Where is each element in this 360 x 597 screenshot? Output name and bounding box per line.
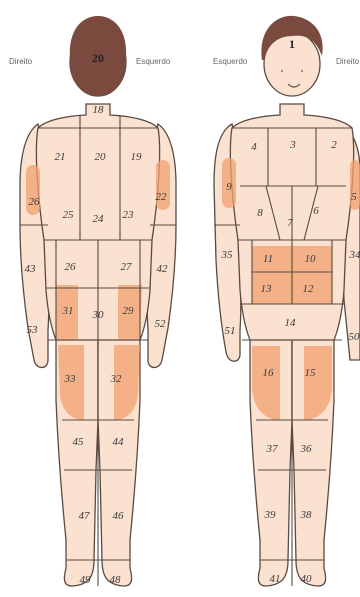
front-zone-39: 39 [264, 509, 277, 521]
front-zone-11: 11 [263, 253, 273, 265]
front-zone-34: 34 [349, 249, 360, 261]
front-figure: Esquerdo Direito 1 2 3 4 9 5 8 7 [213, 16, 360, 586]
front-zone-51: 51 [225, 325, 236, 337]
back-zone-24: 24 [93, 213, 105, 225]
back-zone-44: 44 [113, 436, 125, 448]
front-zone-4: 4 [251, 141, 257, 153]
back-zone-18: 18 [93, 104, 105, 116]
back-zone-32: 32 [110, 373, 123, 385]
back-zone-27: 27 [121, 261, 133, 273]
front-zone-50: 50 [349, 331, 360, 343]
back-zone-20: 20 [95, 151, 107, 163]
back-label-left-side: Esquerdo [136, 57, 171, 66]
back-zone-52: 52 [155, 318, 167, 330]
back-zone-29: 29 [123, 305, 135, 317]
front-zone-36: 36 [300, 443, 313, 455]
back-zone-25: 25 [63, 209, 75, 221]
back-zone-45: 45 [73, 436, 85, 448]
back-zone-33: 33 [64, 373, 77, 385]
back-zone-30: 30 [92, 309, 105, 321]
front-zone-37: 37 [266, 443, 279, 455]
front-zone-6: 6 [313, 205, 319, 217]
front-zone-14: 14 [285, 317, 297, 329]
back-zone-53: 53 [27, 324, 39, 336]
front-zone-35: 35 [221, 249, 234, 261]
front-zone-15: 15 [305, 367, 317, 379]
front-zone-7: 7 [287, 217, 293, 229]
front-zone-41: 41 [270, 573, 281, 585]
front-zone-10: 10 [305, 253, 317, 265]
front-zone-8: 8 [257, 207, 263, 219]
back-zone-22: 22 [156, 191, 168, 203]
front-zone-3: 3 [289, 139, 296, 151]
front-zone-2: 2 [331, 139, 337, 151]
back-zone-20-head: 20 [92, 51, 104, 65]
back-zone-19: 19 [131, 151, 143, 163]
back-figure: Direito Esquerdo 20 18 21 20 19 26 2 [9, 16, 176, 586]
front-zone-12: 12 [303, 283, 315, 295]
front-label-right-side: Direito [336, 57, 360, 66]
front-zone-1: 1 [289, 37, 295, 51]
back-zone-26-arm: 26 [29, 196, 41, 208]
back-zone-26: 26 [65, 261, 77, 273]
back-zone-49: 49 [80, 574, 92, 586]
back-zone-43: 43 [25, 263, 37, 275]
back-zone-42: 42 [157, 263, 169, 275]
front-zone-16: 16 [263, 367, 275, 379]
back-label-right-side: Direito [9, 57, 33, 66]
front-zone-5: 5 [351, 191, 357, 203]
front-zone-38: 38 [300, 509, 313, 521]
back-zone-47: 47 [79, 510, 91, 522]
front-zone-13: 13 [261, 283, 273, 295]
front-zone-40: 40 [301, 573, 313, 585]
front-zone-9: 9 [226, 181, 232, 193]
back-zone-31: 31 [62, 305, 74, 317]
front-label-left-side: Esquerdo [213, 57, 248, 66]
back-zone-21: 21 [55, 151, 66, 163]
back-zone-48: 48 [110, 574, 122, 586]
back-zone-23: 23 [123, 209, 135, 221]
back-zone-46: 46 [113, 510, 125, 522]
